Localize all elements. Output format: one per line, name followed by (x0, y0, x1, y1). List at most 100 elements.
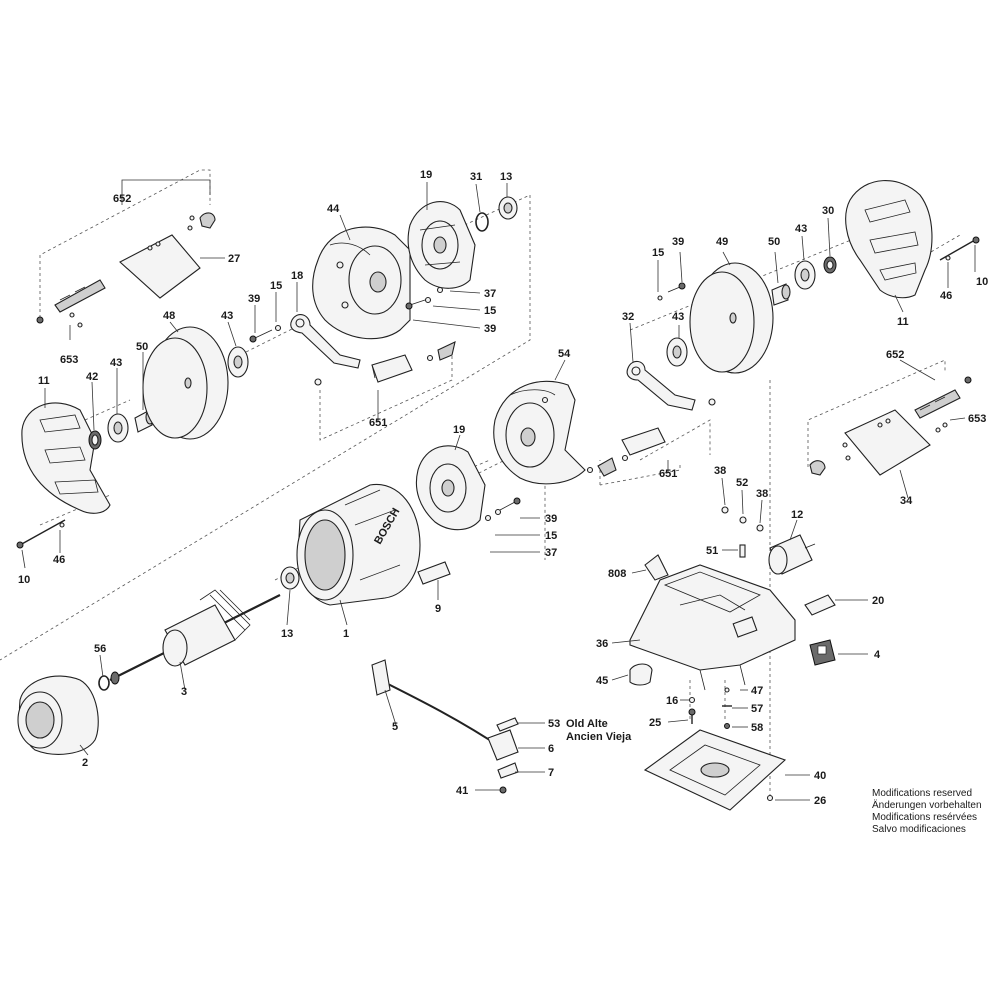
label-39-lower: 39 (545, 513, 557, 525)
label-46-left: 46 (53, 554, 65, 566)
label-19-lower: 19 (453, 424, 465, 436)
tool-rest-651-lower (586, 427, 666, 477)
label-18: 18 (291, 270, 303, 282)
label-31: 31 (470, 171, 482, 183)
label-7: 7 (548, 767, 554, 779)
label-12: 12 (791, 509, 803, 521)
armature (109, 589, 281, 685)
label-38-lower: 38 (756, 488, 768, 500)
old-note-line2: Ancien Vieja (566, 731, 632, 743)
label-47: 47 (751, 685, 763, 697)
knob-652-upper (187, 212, 216, 231)
motor-housing: BOSCH (296, 483, 421, 606)
label-652-right: 652 (886, 349, 904, 361)
flange-43-right-lower (666, 337, 688, 367)
part-number-labels: 652 27 653 44 19 31 13 18 15 39 43 48 50… (18, 169, 988, 807)
bearing-13-upper (498, 196, 518, 220)
label-40: 40 (814, 770, 826, 782)
capacitor-fasteners-38-52-38 (721, 506, 764, 532)
label-26: 26 (814, 795, 826, 807)
rubber-pad-40 (643, 729, 787, 811)
label-42: 42 (86, 371, 98, 383)
label-2: 2 (82, 757, 88, 769)
screws-47-57-58 (722, 687, 732, 729)
label-651-lower: 651 (659, 468, 677, 480)
modifications-en: Modifications reserved (872, 788, 972, 799)
eye-shield-bracket-32 (626, 360, 716, 411)
label-6: 6 (548, 743, 554, 755)
bushing-50-right (771, 283, 791, 306)
label-37-upper: 37 (484, 288, 496, 300)
screw-39-15-left (249, 324, 282, 343)
label-41: 41 (456, 785, 468, 797)
grinding-wheel-right (689, 262, 774, 374)
label-10-left: 10 (18, 574, 30, 586)
label-5: 5 (392, 721, 398, 733)
label-13-upper: 13 (500, 171, 512, 183)
knob-652-right (809, 442, 851, 476)
label-11-right: 11 (897, 316, 909, 328)
wheel-cover-left-44 (312, 226, 411, 340)
flange-43-left-lower (107, 413, 129, 443)
label-54: 54 (558, 348, 571, 360)
modifications-es: Salvo modificaciones (872, 824, 966, 835)
label-32: 32 (622, 311, 634, 323)
label-48: 48 (163, 310, 175, 322)
label-3: 3 (181, 686, 187, 698)
modifications-fr: Modifications resérvées (872, 812, 977, 823)
label-43-right-lower: 43 (672, 311, 684, 323)
label-653-upper: 653 (60, 354, 78, 366)
label-9: 9 (435, 603, 441, 615)
label-plate-9 (417, 561, 451, 585)
label-39-upper-left: 39 (248, 293, 260, 305)
bearing-13-lower (280, 566, 300, 590)
label-15-upper: 15 (484, 305, 496, 317)
old-note-line1: Old Alte (566, 718, 608, 730)
label-19-upper: 19 (420, 169, 432, 181)
switch-4 (809, 639, 836, 666)
label-651-upper: 651 (369, 417, 387, 429)
label-43-left-upper: 43 (221, 310, 233, 322)
label-16: 16 (666, 695, 678, 707)
foot-45 (629, 663, 653, 686)
bearing-56 (98, 675, 110, 691)
switch-label-808 (644, 554, 669, 581)
end-cap (17, 675, 99, 755)
shield-bracket-652-right (914, 376, 972, 433)
label-13-lower: 13 (281, 628, 293, 640)
label-46-right: 46 (940, 290, 952, 302)
screws-37-15-39-upper (405, 286, 444, 310)
label-27: 27 (228, 253, 240, 265)
label-plate-20 (804, 594, 836, 616)
shield-bracket-652-upper (36, 279, 106, 328)
label-1: 1 (343, 628, 349, 640)
screws-39-15-37-lower (484, 497, 521, 522)
label-51: 51 (706, 545, 718, 557)
label-39-right: 39 (672, 236, 684, 248)
screw-10-46-left (16, 519, 66, 549)
label-10-right: 10 (976, 276, 988, 288)
tool-rest-651-upper (314, 341, 456, 386)
screws-15-39-right (657, 282, 686, 301)
pin-51 (739, 544, 746, 558)
label-25: 25 (649, 717, 661, 729)
grinding-wheel-left (142, 326, 229, 440)
modifications-de: Änderungen vorbehalten (872, 799, 982, 811)
label-56: 56 (94, 643, 106, 655)
capacitor (768, 534, 816, 575)
label-11-left: 11 (38, 375, 50, 387)
label-44: 44 (327, 203, 340, 215)
end-shield-19-upper (407, 201, 476, 289)
end-shield-19-lower (415, 445, 486, 531)
eye-shield-34 (844, 409, 931, 476)
label-39-upper: 39 (484, 323, 496, 335)
wheel-guard-right (845, 180, 933, 299)
nut-30 (823, 256, 837, 274)
label-30: 30 (822, 205, 834, 217)
leader-lines (21, 179, 976, 801)
label-43-left-lower: 43 (110, 357, 122, 369)
label-45: 45 (596, 675, 608, 687)
label-53: 53 (548, 718, 560, 730)
label-58: 58 (751, 722, 763, 734)
old-version-note: Old Alte Ancien Vieja (566, 718, 632, 743)
